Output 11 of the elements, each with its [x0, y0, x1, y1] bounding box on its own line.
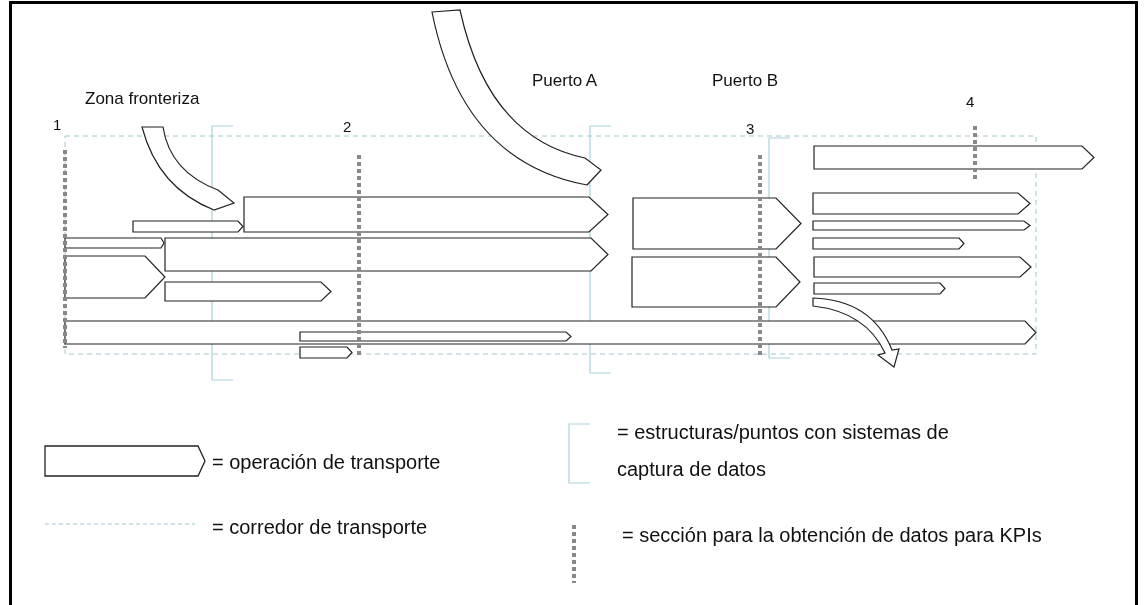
legend-text: = sección para la obtención de datos para KPIs — [622, 523, 1042, 548]
section-number: 3 — [746, 121, 755, 136]
legend-text: = corredor de transporte — [212, 515, 429, 540]
legend-text: = estructuras/puntos con sistemas de captura de datos — [617, 420, 950, 482]
section-number: 1 — [53, 117, 62, 132]
section-number: 4 — [966, 94, 975, 109]
place-label: Puerto A — [532, 72, 598, 89]
place-label: Puerto B — [712, 72, 779, 89]
zone-label: Zona fronteriza — [85, 90, 200, 107]
section-number: 2 — [343, 119, 352, 134]
legend-text: = operación de transporte — [212, 450, 442, 475]
